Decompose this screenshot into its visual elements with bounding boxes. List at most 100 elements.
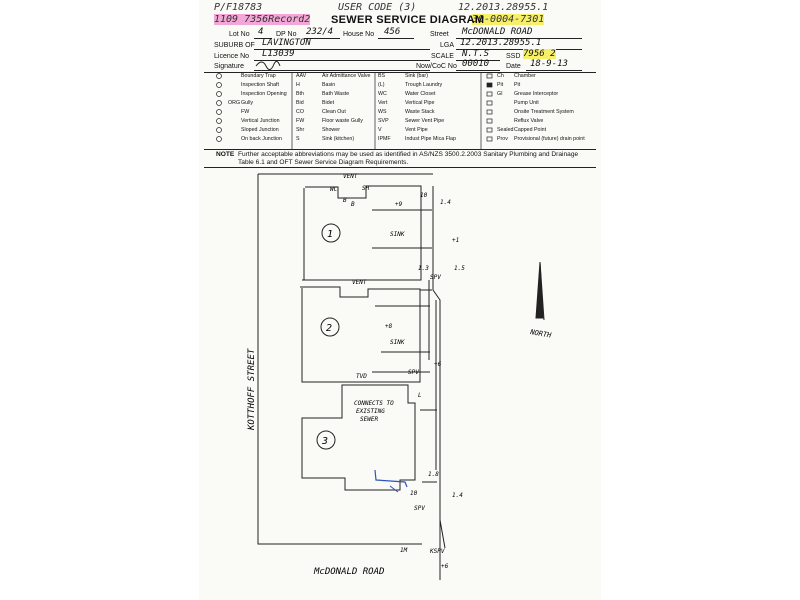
legend-item: Bath Waste xyxy=(322,91,350,97)
suburb-value: LAVINGTON xyxy=(262,38,311,48)
legend-item: Inspection Shaft xyxy=(241,82,279,88)
fixture-label: SINK xyxy=(390,231,405,238)
date-value: 18-9-13 xyxy=(530,59,568,69)
lga-label: LGA xyxy=(440,42,455,49)
record-highlight: 1109 7356Record2 xyxy=(214,14,311,25)
mcdonald-road-label: McDONALD ROAD xyxy=(313,567,384,577)
legend-item: Sloped Junction xyxy=(241,127,279,133)
north-label: NORTH xyxy=(529,328,553,340)
legend-item: Provisional (future) drain point xyxy=(514,136,585,142)
legend-code: V xyxy=(378,127,382,133)
legend-symbol-icon xyxy=(216,109,222,115)
fixture-label: +8 xyxy=(385,323,393,330)
fixture-label: VENT xyxy=(343,173,358,180)
legend-code: BS xyxy=(378,73,386,79)
dp-value: 232/4 xyxy=(306,27,334,37)
legend-code: AAV xyxy=(296,73,307,79)
legend-code: Bid xyxy=(296,100,304,106)
fixture-label: SPV xyxy=(408,369,419,376)
legend-symbol-icon xyxy=(216,100,222,106)
user-code-annotation: USER CODE (3) xyxy=(338,2,417,13)
legend-symbol-icon xyxy=(216,82,222,88)
legend-code: H xyxy=(296,82,300,88)
legend-symbol-icon xyxy=(216,118,222,124)
legend-code: IPMF xyxy=(378,136,391,142)
legend-item: Sink (kitchen) xyxy=(322,136,355,142)
fixture-label: 1.8 xyxy=(428,471,439,478)
fixture-label: 1.5 xyxy=(454,265,465,272)
fixture-label: +6 xyxy=(441,563,449,570)
legend-box-icon xyxy=(486,127,493,133)
legend-code: Vert xyxy=(378,100,388,106)
street-value: McDONALD ROAD xyxy=(462,27,533,37)
property-boundary xyxy=(257,173,433,545)
legend-code: CO xyxy=(296,109,304,115)
lga-value: 12.2013.28955.1 xyxy=(460,38,542,48)
legend-item: Inspection Opening xyxy=(241,91,287,97)
licence-value: L13039 xyxy=(262,49,295,59)
legend-item: Grease Interceptor xyxy=(514,91,559,97)
page-title: SEWER SERVICE DIAGRAM xyxy=(331,14,485,26)
fixture-label: TVD xyxy=(356,373,367,380)
note-text-1: Further acceptable abbreviations may be … xyxy=(238,151,579,158)
legend-item: Sink (bar) xyxy=(405,73,428,79)
legend-tag: Pit xyxy=(497,82,504,88)
unit-2-label: 2 xyxy=(326,323,332,334)
legend-item: Indust Pipe Mica Flap xyxy=(405,136,456,142)
fixture-label: SINK xyxy=(390,339,405,346)
legend-item: On back Junction xyxy=(241,136,282,142)
licence-label: Licence No xyxy=(214,53,250,60)
legend-item: Trough Laundry xyxy=(405,82,443,88)
legend-item: Reflux Valve xyxy=(514,118,544,124)
legend-tag: Sealed xyxy=(497,127,514,133)
legend-item: Boundary Trap xyxy=(241,73,276,79)
legend-code: FW xyxy=(296,118,305,124)
legend-item: Air Admittance Valve xyxy=(322,73,371,79)
legend-item: Vertical Junction xyxy=(241,118,280,124)
legend-item: Chamber xyxy=(514,73,536,79)
fixture-label: WC xyxy=(330,186,338,193)
fixture-label: +1 xyxy=(452,237,459,244)
unit-1-outline xyxy=(303,185,422,281)
fixture-label: 1M xyxy=(400,547,408,554)
connects-label: CONNECTS TO xyxy=(354,400,394,407)
sewer-label: SEWER xyxy=(360,416,378,423)
ssd-label: SSD xyxy=(506,53,521,60)
blue-pencil-line xyxy=(374,469,408,488)
legend-box-icon xyxy=(486,118,493,124)
fixture-label: 10 xyxy=(410,490,418,497)
existing-label: EXISTING xyxy=(356,408,385,415)
legend-symbol-icon xyxy=(216,127,222,133)
note-label: NOTE xyxy=(216,151,235,158)
ssd-value: 7956 2 xyxy=(523,49,556,59)
legend-item: Capped Point xyxy=(514,127,547,133)
legend-item: Basin xyxy=(322,82,336,88)
fixture-label: KSPV xyxy=(429,548,445,555)
scale-label: SCALE xyxy=(431,53,454,60)
legend-item: Onsite Treatment System xyxy=(514,109,574,115)
legend-code: WS xyxy=(378,109,387,115)
house-value: 456 xyxy=(384,27,401,37)
legend-box-icon xyxy=(486,100,493,106)
legend-box-icon xyxy=(486,109,493,115)
fixture-label: 10 xyxy=(420,192,428,199)
fixture-label: SH xyxy=(362,185,370,192)
legend-item: Bidet xyxy=(322,100,335,106)
legend-box-icon xyxy=(486,91,493,97)
scale-value: N.T.S xyxy=(462,49,490,59)
fixture-label: B xyxy=(351,201,355,208)
unit-1-label: 1 xyxy=(327,229,333,240)
coc-value: 00010 xyxy=(462,59,490,69)
house-label: House No xyxy=(343,31,375,38)
fixture-label: B xyxy=(343,197,347,204)
fixture-label: L xyxy=(418,392,422,399)
file-ref-annotation: P/F18783 xyxy=(214,2,263,13)
fixture-label: SPV xyxy=(414,505,425,512)
legend-item: Floor waste Gully xyxy=(322,118,363,124)
legend-tag: ORG xyxy=(228,100,241,106)
legend-item: Waste Stack xyxy=(405,109,435,115)
legend-box-icon xyxy=(486,136,493,142)
legend-code: Bth xyxy=(296,91,304,97)
